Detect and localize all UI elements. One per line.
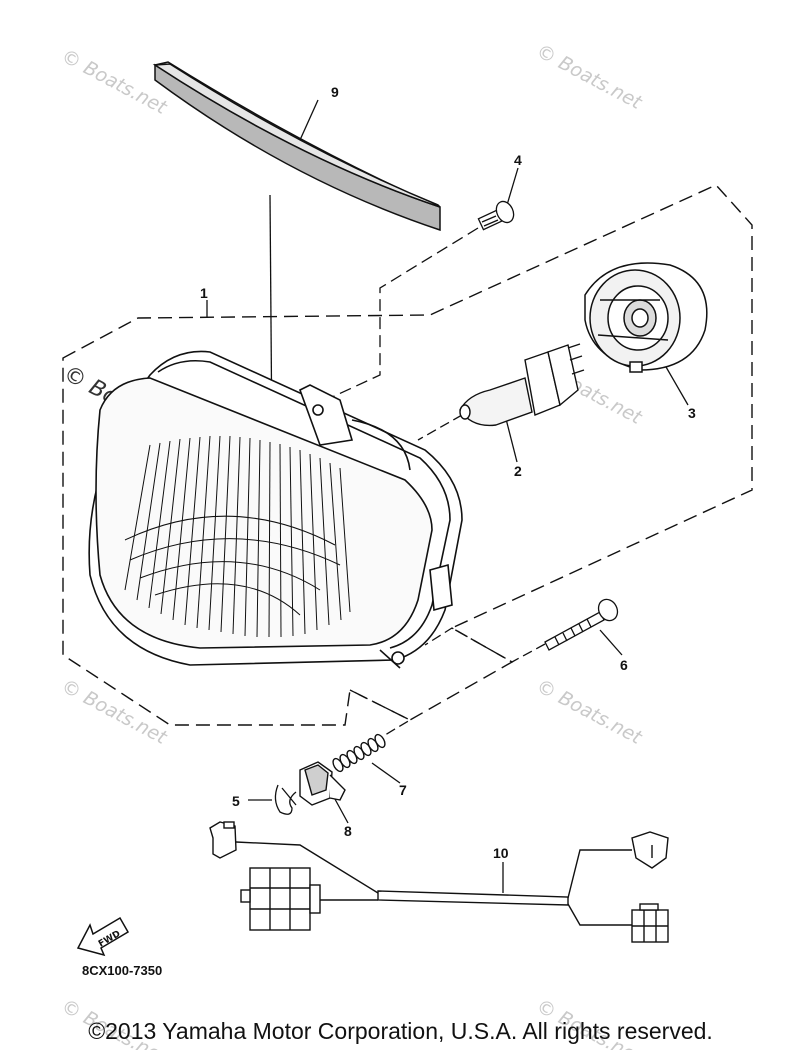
part-3-cover: [584, 262, 708, 373]
leader-7: [371, 762, 401, 784]
callout-9: 9: [331, 84, 339, 100]
fwd-arrow-icon: FWD: [76, 916, 130, 957]
callout-4: 4: [514, 152, 522, 168]
leader-6-axis: [424, 627, 546, 663]
callout-2: 2: [514, 463, 522, 479]
copyright-notice: ©2013 Yamaha Motor Corporation, U.S.A. A…: [88, 1018, 713, 1044]
part-6-bolt: [544, 598, 619, 651]
part-4-screw: [477, 200, 515, 231]
leader-2: [504, 414, 518, 463]
leader-4: [506, 167, 519, 206]
leader-6: [599, 629, 623, 656]
part-5-clip: [274, 784, 297, 815]
leader-4-to-housing: [329, 227, 479, 399]
part-2-bulb: [459, 343, 585, 427]
watermark-4: © Boats.net: [58, 675, 172, 750]
callout-5: 5: [232, 793, 240, 809]
leader-2-axis: [417, 414, 463, 441]
watermark-2: © Boats.net: [533, 40, 647, 115]
lens-pattern: [124, 435, 351, 638]
callout-numbers: 9 4 1 3 2 6 7 5 8 10: [200, 84, 696, 861]
leader-9: [299, 99, 319, 141]
part-7-spring: [332, 733, 386, 773]
watermark-1: © Boats.net: [58, 45, 172, 120]
callout-7: 7: [399, 782, 407, 798]
part-10-wire-harness: [209, 821, 669, 943]
callout-10: 10: [493, 845, 509, 861]
callout-6: 6: [620, 657, 628, 673]
callout-8: 8: [344, 823, 352, 839]
callout-3: 3: [688, 405, 696, 421]
part-8-nut: [299, 761, 346, 806]
leader-7-axis: [334, 689, 412, 766]
part-1-headlight-housing: [88, 350, 463, 669]
assembly-boundary: [62, 184, 753, 726]
reference-code: 8CX100-7350: [82, 963, 162, 978]
callout-1: 1: [200, 285, 208, 301]
part-9-lens-strip: [152, 61, 441, 232]
watermark-5: © Boats.net: [533, 675, 647, 750]
